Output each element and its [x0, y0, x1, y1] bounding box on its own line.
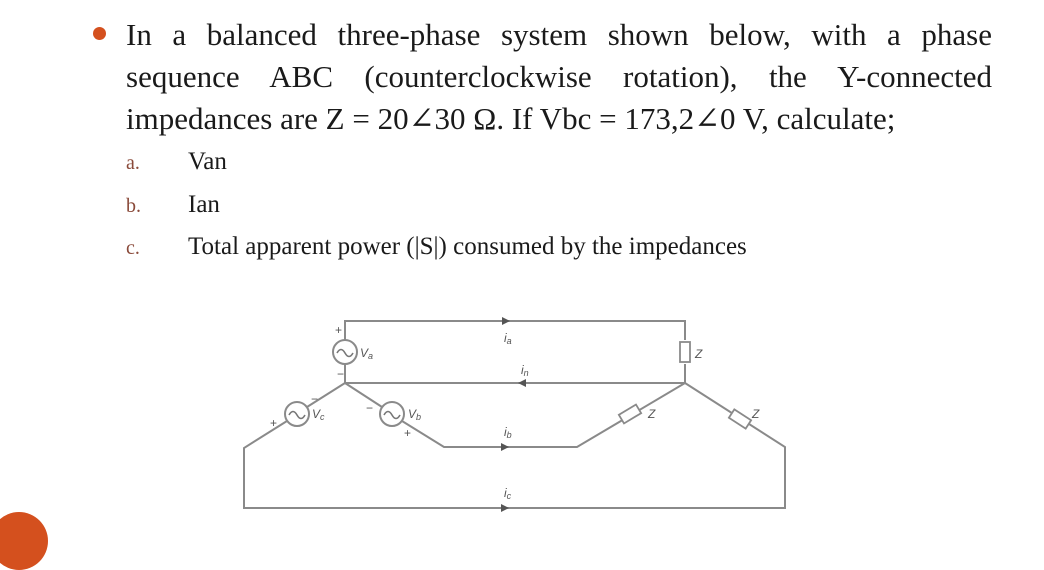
vc-plus-sign: + — [270, 416, 277, 430]
va-label: Va — [360, 346, 373, 361]
ac-wave-icon — [288, 410, 306, 420]
current-in-label: in — [521, 363, 529, 378]
current-ia-label: ia — [504, 331, 512, 346]
va-plus-sign: + — [335, 323, 342, 337]
arrow-in-icon — [518, 379, 526, 387]
problem-line-2: sequence ABC (counterclockwise rotation)… — [126, 59, 992, 94]
ac-wave-icon — [336, 348, 354, 358]
neutral-to-vb-wire — [344, 382, 383, 408]
three-phase-circuit-diagram: + − Va + − Vc − + Vb ia in ib ic Z Z Z — [243, 317, 786, 512]
vb-minus-sign: − — [366, 401, 373, 415]
question-text: Van — [188, 148, 227, 175]
impedance-za-label: Z — [694, 347, 703, 361]
vc-label: Vc — [312, 407, 325, 422]
problem-line-3: impedances are Z = 20∠30 Ω. If Vbc = 173… — [126, 101, 896, 136]
impedance-za-icon — [679, 341, 691, 363]
line-c-wire — [243, 382, 786, 509]
question-marker: b. — [126, 195, 141, 217]
line-b-wire — [401, 382, 686, 448]
va-minus-sign: − — [337, 367, 344, 381]
impedance-zc-label: Z — [751, 407, 760, 421]
question-text: Total apparent power (|S|) consumed by t… — [188, 233, 747, 260]
impedance-zb-label: Z — [647, 407, 656, 421]
line-a-wire — [344, 320, 686, 340]
question-text: Ian — [188, 191, 220, 218]
impedance-zc-icon — [727, 408, 753, 430]
arrow-ia-icon — [502, 317, 510, 325]
current-ib-label: ib — [504, 425, 512, 440]
question-marker: a. — [126, 152, 140, 174]
problem-statement: In a balanced three-phase system shown b… — [126, 14, 992, 140]
vc-minus-sign: − — [311, 392, 318, 406]
current-ic-label: ic — [504, 486, 512, 501]
problem-line-1: In a balanced three-phase system shown b… — [126, 17, 992, 52]
vb-plus-sign: + — [404, 426, 411, 440]
ac-wave-icon — [383, 410, 401, 420]
arrow-ib-icon — [501, 443, 509, 451]
question-marker: c. — [126, 237, 140, 259]
impedance-zb-icon — [617, 403, 643, 425]
vb-label: Vb — [408, 407, 421, 422]
bullet-point — [93, 27, 106, 40]
arrow-ic-icon — [501, 504, 509, 512]
neutral-to-vc-wire — [306, 382, 346, 408]
